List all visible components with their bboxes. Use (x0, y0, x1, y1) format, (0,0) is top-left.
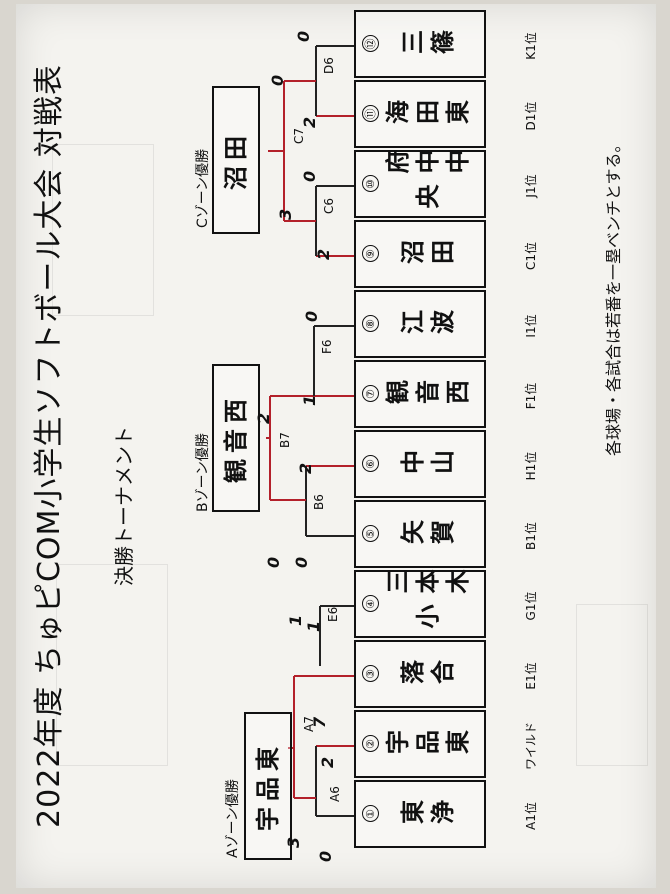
team-name: 中山 (400, 450, 460, 479)
team-number: ② (362, 735, 379, 753)
team-rank: H1位 (524, 451, 538, 481)
match-code: C7 (292, 127, 306, 144)
bracket-lines (266, 45, 354, 817)
team-rank: ワイルド (524, 722, 538, 771)
team-box: ④ 三本木小 (354, 570, 486, 638)
match-code: E6 (326, 606, 340, 622)
match-score: 2 (254, 412, 273, 424)
team-name: 宇品東 (385, 730, 475, 759)
match-code: B6 (312, 494, 326, 510)
team-number: ⑪ (362, 105, 379, 123)
match-score: 3 (276, 208, 295, 220)
team-rank: E1位 (524, 662, 538, 690)
match-score: 7 (310, 716, 329, 728)
team-rank: A1位 (524, 802, 538, 830)
team-box: ⑤ 矢賀 (354, 500, 486, 568)
match-score: 0 (264, 556, 283, 568)
team-box: ⑩ 府中中央 (354, 150, 486, 218)
team-number: ④ (362, 595, 379, 613)
team-number: ⑩ (362, 175, 379, 193)
team-number: ⑫ (362, 35, 379, 53)
team-name: 落合 (400, 660, 460, 689)
match-score: 1 (286, 614, 305, 626)
team-number: ⑥ (362, 455, 379, 473)
match-score: 3 (284, 836, 303, 848)
team-rank: I1位 (524, 314, 538, 338)
team-rank: C1位 (524, 242, 538, 271)
team-box: ⑨ 沼田 (354, 220, 486, 288)
team-name: 三篠 (400, 30, 460, 59)
match-score: 1 (300, 394, 319, 406)
team-name: 観音西 (385, 380, 475, 409)
match-code: F6 (320, 339, 334, 354)
zone-c-winner-box: 沼田 (212, 86, 260, 234)
zone-b-label: Bゾーン優勝 (195, 433, 211, 512)
team-name: 府中中央 (385, 150, 475, 213)
team-name: 矢賀 (400, 520, 460, 549)
zone-b-winner-box: 観音西 (212, 364, 260, 512)
team-box: ① 東浄 (354, 780, 486, 848)
team-rank: B1位 (524, 522, 538, 550)
footer-note: 各球場・各試合は若番を一塁ベンチとする。 (604, 136, 623, 456)
team-rank: D1位 (524, 101, 538, 131)
match-score: 0 (292, 556, 311, 568)
team-number: ③ (362, 665, 379, 683)
match-score: 2 (318, 756, 337, 768)
show-through-mark (576, 604, 648, 766)
team-name: 海田東 (385, 100, 475, 129)
match-code: B7 (278, 432, 292, 448)
match-score: 1 (304, 620, 323, 632)
team-rank: K1位 (524, 32, 538, 60)
team-rank: J1位 (524, 174, 538, 198)
match-score: 2 (314, 248, 333, 260)
match-code: D6 (322, 57, 336, 74)
zone-c-label: Cゾーン優勝 (195, 148, 211, 228)
match-score: 0 (268, 74, 287, 86)
show-through-mark (52, 144, 154, 316)
team-box: ⑥ 中山 (354, 430, 486, 498)
match-code: A6 (328, 786, 342, 802)
team-box: ⑫ 三篠 (354, 10, 486, 78)
match-score: 2 (296, 462, 315, 474)
match-score: 0 (300, 170, 319, 182)
team-name: 沼田 (400, 240, 460, 269)
match-code: C6 (322, 197, 336, 214)
match-score: 0 (294, 30, 313, 42)
team-box: ⑧ 江波 (354, 290, 486, 358)
team-number: ⑨ (362, 245, 379, 263)
team-box: ② 宇品東 (354, 710, 486, 778)
team-rank: G1位 (524, 591, 538, 621)
team-name: 三本木小 (385, 570, 475, 633)
team-box: ⑦ 観音西 (354, 360, 486, 428)
team-number: ⑧ (362, 315, 379, 333)
match-score: 0 (316, 850, 335, 862)
team-box: ⑪ 海田東 (354, 80, 486, 148)
team-box: ③ 落合 (354, 640, 486, 708)
team-name: 江波 (400, 310, 460, 339)
team-rank: F1位 (524, 382, 538, 410)
match-score: 0 (302, 310, 321, 322)
team-name: 東浄 (400, 800, 460, 829)
match-score: 2 (300, 116, 319, 128)
team-number: ⑤ (362, 525, 379, 543)
show-through-mark (56, 564, 168, 766)
zone-a-label: Aゾーン優勝 (225, 779, 241, 858)
team-number: ⑦ (362, 385, 379, 403)
team-number: ① (362, 805, 379, 823)
